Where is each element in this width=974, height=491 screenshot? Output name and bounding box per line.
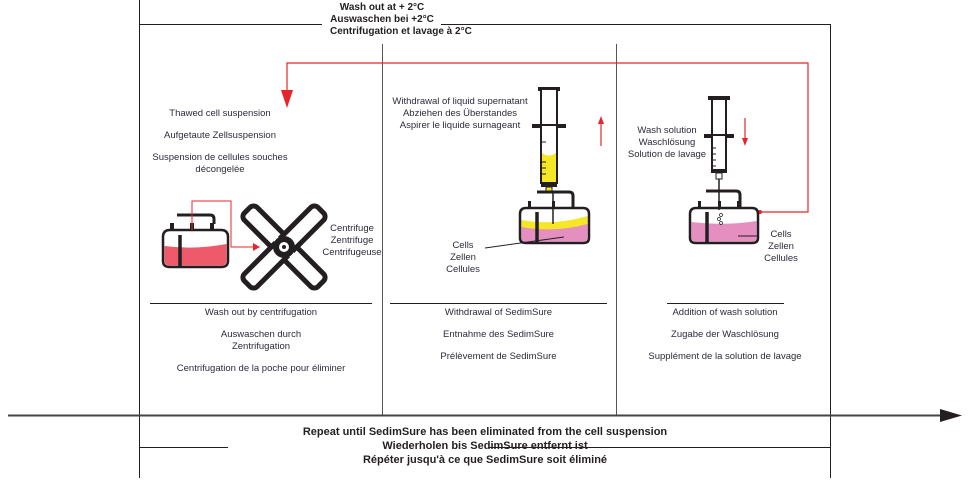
centrifuge-label: Centrifuge Zentrifuge Centrifugeuse — [320, 223, 384, 259]
label-fr: Solution de lavage — [627, 149, 707, 160]
arrow-down-icon — [742, 118, 748, 146]
header-title: Wash out at + 2°C Auswaschen bei +2°C Ce… — [330, 2, 472, 38]
blood-bag-icon — [161, 200, 260, 269]
label-en: Thawed cell suspension — [169, 108, 271, 119]
label-de: Zentrifuge — [330, 235, 374, 246]
step3-cells-label: Cells Zellen Cellules — [758, 229, 804, 265]
arrow-up-icon — [598, 116, 604, 146]
header-line-fr: Centrifugation et lavage à 2°C — [330, 26, 472, 37]
label-de: Zellen — [450, 252, 476, 263]
label-de: Waschlösung — [638, 137, 696, 148]
label-de: Aufgetaute Zellsuspension — [164, 130, 276, 141]
label-en: Withdrawal of liquid supernatant — [392, 96, 528, 107]
step1-caption: Wash out by centrifugation Auswaschen du… — [150, 307, 372, 375]
label-en: Cells — [770, 229, 792, 240]
step3-caption: Addition of wash solution Zugabe der Was… — [622, 307, 828, 363]
repeat-loop-arrow — [281, 62, 809, 214]
syringe-wash-icon — [704, 96, 734, 180]
caption-en: Addition of wash solution — [672, 307, 778, 318]
caption-de: Entnahme des SedimSure — [443, 329, 554, 340]
footer-line-en: Repeat until SedimSure has been eliminat… — [302, 426, 668, 438]
caption-fr: Prélèvement de SedimSure — [440, 351, 557, 362]
caption-de: Zugabe der Waschlösung — [671, 329, 779, 340]
caption-en: Wash out by centrifugation — [204, 307, 318, 318]
label-en: Wash solution — [637, 125, 697, 136]
step2-cells-label: Cells Zellen Cellules — [440, 240, 486, 276]
label-en: Centrifuge — [330, 223, 374, 234]
label-fr: Centrifugeuse — [322, 247, 382, 258]
timeline-arrow — [8, 409, 962, 422]
caption-de-2: Zentrifugation — [231, 341, 291, 352]
label-en: Cells — [452, 240, 474, 251]
bag-with-cells-icon — [688, 179, 760, 245]
header-line-en: Wash out at + 2°C — [339, 2, 425, 13]
cells-pointer-line — [484, 236, 565, 249]
loop-arrow-head-icon — [281, 90, 293, 108]
centrifuge-icon — [240, 203, 328, 291]
caption-en: Withdrawal of SedimSure — [444, 307, 553, 318]
caption-fr: Centrifugation de la poche pour éliminer — [176, 363, 346, 374]
caption-de: Auswaschen durch — [220, 329, 302, 340]
footer-repeat-text: Repeat until SedimSure has been eliminat… — [220, 425, 750, 467]
bag-with-layers-icon — [484, 190, 591, 249]
step1-top-label: Thawed cell suspension Aufgetaute Zellsu… — [150, 108, 290, 176]
label-fr: Aspirer le liquide surnageant — [399, 120, 521, 131]
label-fr: Suspension de cellules souches — [152, 152, 288, 163]
syringe-withdraw-icon — [532, 87, 566, 194]
footer-line-de: Wiederholen bis SedimSure entfernt ist — [382, 440, 588, 452]
caption-fr: Supplément de la solution de lavage — [648, 351, 802, 362]
header-line-de: Auswaschen bei +2°C — [330, 14, 434, 25]
step2-top-label: Withdrawal of liquid supernatant Abziehe… — [385, 96, 535, 132]
footer-line-fr: Répéter jusqu'à ce que SedimSure soit él… — [362, 454, 608, 466]
label-fr: Cellules — [446, 264, 480, 275]
label-de: Abziehen des Überstandes — [402, 108, 518, 119]
label-de: Zellen — [768, 241, 794, 252]
label-fr: Cellules — [764, 253, 798, 264]
label-fr-2: décongelée — [195, 164, 245, 175]
step3-top-label: Wash solution Waschlösung Solution de la… — [622, 125, 712, 161]
frame — [139, 0, 831, 478]
step2-caption: Withdrawal of SedimSure Entnahme des Sed… — [390, 307, 607, 363]
arrow-head-icon — [940, 409, 962, 422]
